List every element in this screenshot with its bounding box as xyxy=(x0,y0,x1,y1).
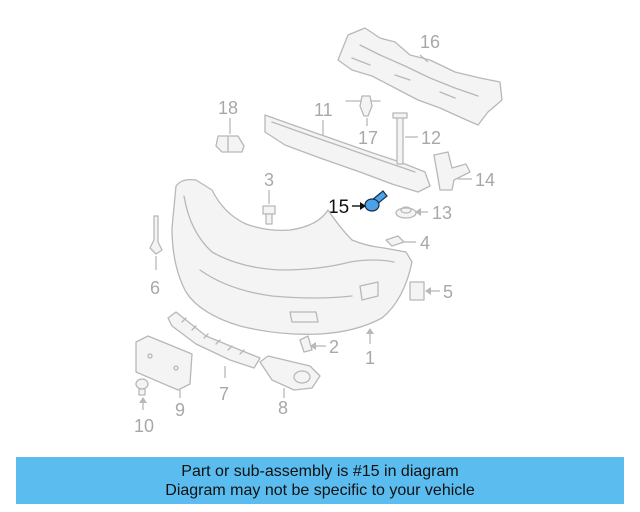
banner-line-1: Part or sub-assembly is #15 in diagram xyxy=(181,462,459,480)
callout-14: 14 xyxy=(475,170,495,190)
part-15-bolt-highlighted[interactable] xyxy=(364,190,388,212)
callout-15: 15 xyxy=(328,197,349,218)
part-7-lower-grille[interactable] xyxy=(167,311,261,369)
part-16-absorber[interactable] xyxy=(337,27,503,126)
part-17-clip[interactable] xyxy=(345,95,381,117)
part-9-license-bracket[interactable] xyxy=(135,335,193,391)
callout-13: 13 xyxy=(432,203,452,223)
callout-10: 10 xyxy=(134,416,154,436)
callout-2: 2 xyxy=(329,337,339,357)
callout-8: 8 xyxy=(278,398,288,418)
part-14-side-bracket[interactable] xyxy=(433,151,471,191)
part-8-fog-bezel[interactable] xyxy=(259,355,321,391)
info-banner: Part or sub-assembly is #15 in diagram D… xyxy=(16,457,624,504)
banner-line-2: Diagram may not be specific to your vehi… xyxy=(165,481,475,499)
callout-17: 17 xyxy=(358,128,378,148)
part-18-bracket[interactable] xyxy=(215,135,245,153)
part-3-clip[interactable] xyxy=(262,205,276,225)
callout-3: 3 xyxy=(264,170,274,190)
part-10-screw[interactable] xyxy=(135,378,149,396)
callout-1: 1 xyxy=(365,348,375,368)
part-6-side-guide[interactable] xyxy=(149,215,163,255)
callout-4: 4 xyxy=(420,233,430,253)
callout-5: 5 xyxy=(443,282,453,302)
callout-12: 12 xyxy=(421,128,441,148)
callout-16: 16 xyxy=(420,32,440,52)
part-1-bumper-cover[interactable] xyxy=(171,178,413,335)
callout-9: 9 xyxy=(175,400,185,420)
part-5-sensor[interactable] xyxy=(409,281,425,301)
part-11-reinforcement[interactable] xyxy=(264,114,431,193)
part-13-nut[interactable] xyxy=(395,206,417,219)
callout-11: 11 xyxy=(314,100,333,120)
part-15-head xyxy=(364,198,380,212)
part-12-bolt[interactable] xyxy=(392,112,408,165)
callout-7: 7 xyxy=(219,384,229,404)
part-4-clip[interactable] xyxy=(385,235,405,247)
parts-diagram: 16 11 17 12 18 14 3 15 xyxy=(134,27,503,436)
callout-18: 18 xyxy=(218,98,238,118)
callout-6: 6 xyxy=(150,278,160,298)
part-2-grommet[interactable] xyxy=(299,335,313,353)
